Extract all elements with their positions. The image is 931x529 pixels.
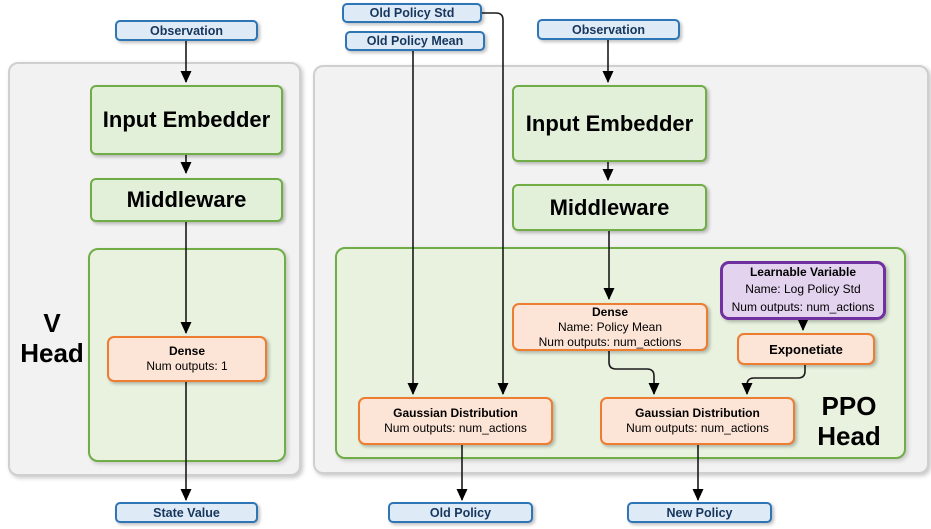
node-title: Gaussian Distribution xyxy=(393,406,518,420)
node-title: Dense xyxy=(591,304,629,319)
ppo-head-label-line1: PPO xyxy=(821,391,877,421)
node-old-policy: Old Policy xyxy=(388,502,533,523)
node-title: Gaussian Distribution xyxy=(635,406,760,420)
node-label: Input Embedder xyxy=(525,110,694,136)
node-input-embedder-right: Input Embedder xyxy=(512,85,707,162)
node-state-value: State Value xyxy=(115,502,258,523)
node-old-policy-std: Old Policy Std xyxy=(342,3,482,23)
node-subtitle: Num outputs: num_actions xyxy=(626,421,769,435)
node-gaussian-distribution-old: Gaussian Distribution Num outputs: num_a… xyxy=(358,397,553,445)
v-head-label: V Head xyxy=(13,308,91,368)
node-title: Learnable Variable xyxy=(749,265,857,279)
node-subtitle2: Num outputs: num_actions xyxy=(538,334,682,349)
node-label: Middleware xyxy=(126,187,247,212)
node-new-policy: New Policy xyxy=(627,502,772,523)
v-head-label-line1: V xyxy=(43,308,61,338)
node-label: Input Embedder xyxy=(102,107,271,132)
node-observation-right: Observation xyxy=(537,19,680,40)
node-learnable-variable: Learnable Variable Name: Log Policy Std … xyxy=(720,261,886,320)
node-dense-policy-mean: Dense Name: Policy Mean Num outputs: num… xyxy=(512,303,708,351)
node-input-embedder-left: Input Embedder xyxy=(90,85,283,155)
node-label: Middleware xyxy=(549,194,670,220)
ppo-head-label: PPO Head xyxy=(805,391,893,451)
node-gaussian-distribution-new: Gaussian Distribution Num outputs: num_a… xyxy=(600,397,795,445)
node-subtitle: Name: Log Policy Std xyxy=(745,282,861,296)
node-subtitle: Name: Policy Mean xyxy=(557,319,663,334)
node-subtitle: Num outputs: num_actions xyxy=(384,421,527,435)
node-label: Observation xyxy=(150,23,223,38)
node-subtitle2: Num outputs: num_actions xyxy=(731,300,875,314)
node-label: Observation xyxy=(572,22,645,37)
v-head-label-line2: Head xyxy=(20,338,84,368)
node-label: New Policy xyxy=(666,505,733,520)
node-middleware-right: Middleware xyxy=(512,184,707,231)
node-label: Old Policy Std xyxy=(369,6,455,20)
node-label: State Value xyxy=(153,505,220,520)
node-exponetiate: Exponetiate xyxy=(737,333,875,365)
node-title: Dense xyxy=(168,344,206,358)
node-old-policy-mean: Old Policy Mean xyxy=(345,31,485,51)
node-dense-v: Dense Num outputs: 1 xyxy=(107,336,267,382)
node-label: Old Policy Mean xyxy=(366,34,464,48)
node-label: Old Policy xyxy=(429,505,492,520)
node-middleware-left: Middleware xyxy=(90,178,283,222)
node-title: Exponetiate xyxy=(769,341,843,357)
ppo-head-label-line2: Head xyxy=(817,421,881,451)
node-subtitle: Num outputs: 1 xyxy=(146,359,228,373)
node-observation-left: Observation xyxy=(115,20,258,41)
